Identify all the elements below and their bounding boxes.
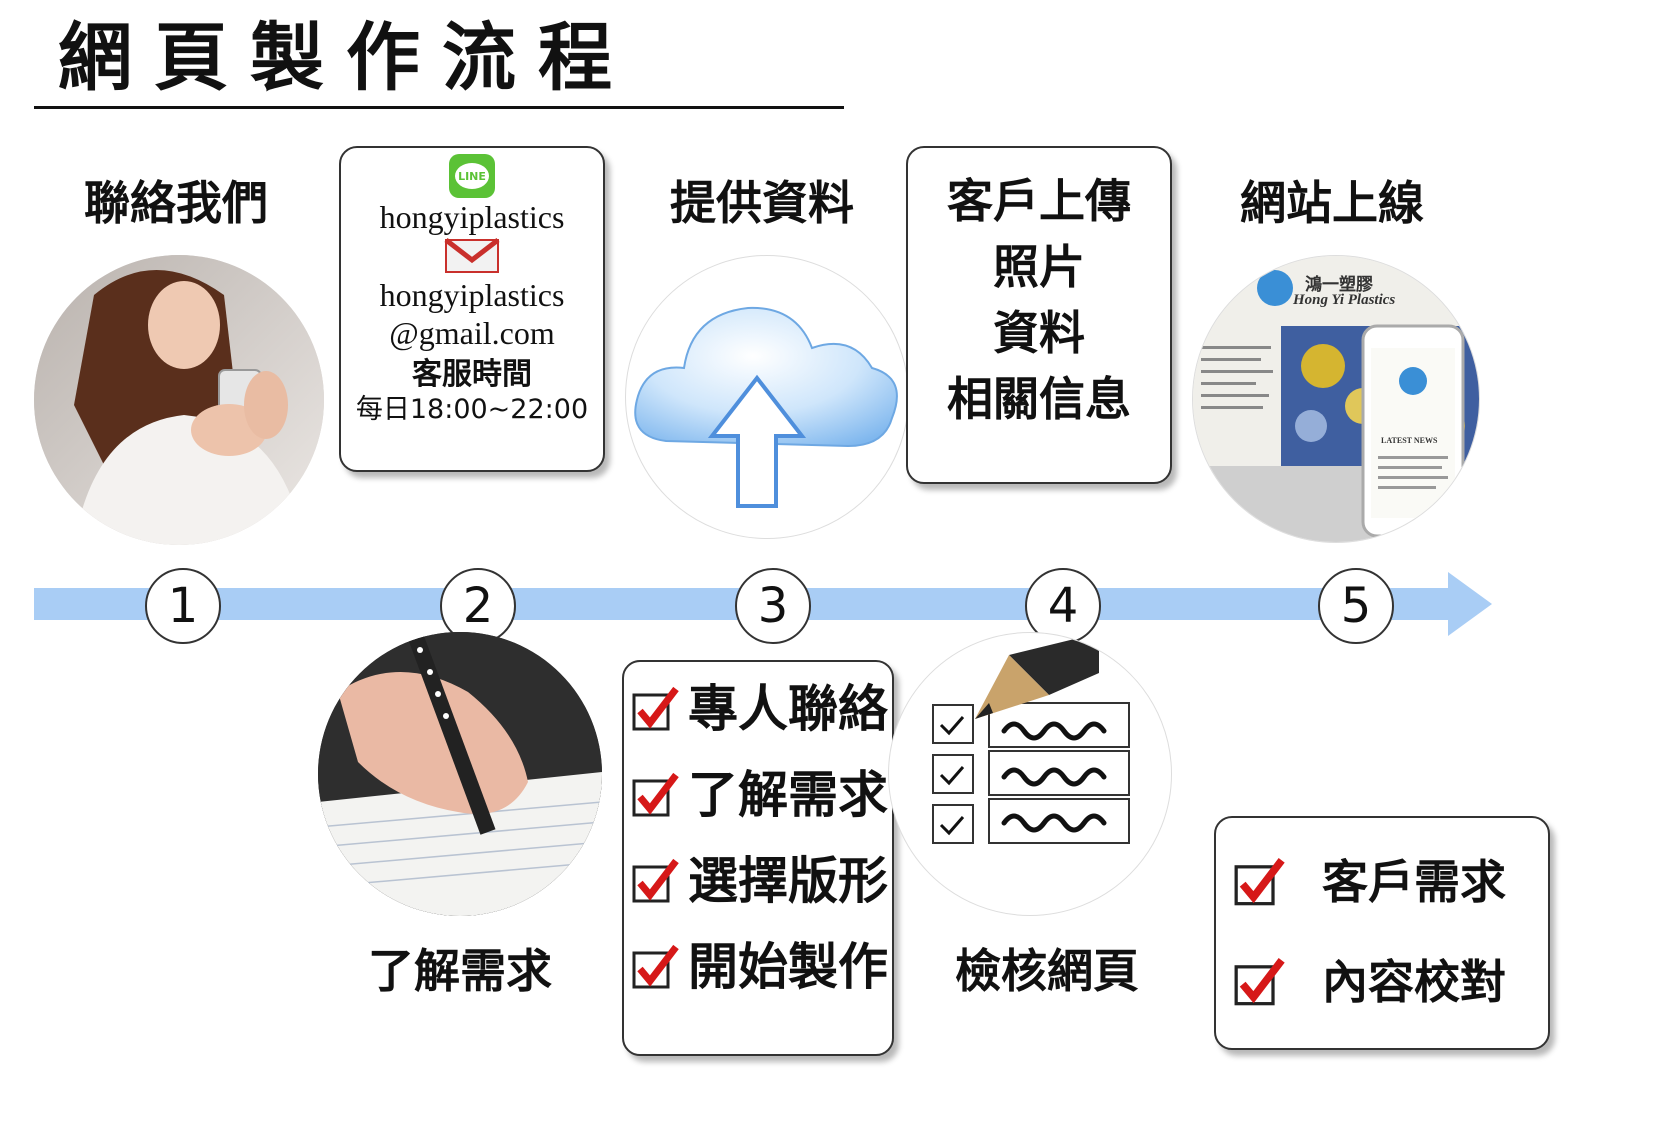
upload-item-1: 客戶上傳 xyxy=(947,174,1131,228)
text-lines xyxy=(1201,346,1273,409)
requirements-bubble: 專人聯絡 了解需求 選擇版形 開始製作 xyxy=(622,660,894,1056)
step-4-label: 檢核網頁 xyxy=(955,944,1139,998)
line-id: hongyiplastics xyxy=(379,199,565,235)
site-brand-en: Hong Yi Plastics xyxy=(1293,292,1396,308)
gmail-user: hongyiplastics xyxy=(379,277,565,313)
step-1-label: 聯絡我們 xyxy=(84,176,268,230)
title-underline xyxy=(34,106,844,109)
step-number-2: 2 xyxy=(440,568,516,644)
requirement-text-3: 選擇版形 xyxy=(688,852,888,910)
site-brand-cn: 鴻一塑膠 xyxy=(1305,275,1373,295)
review-bubble: 客戶需求 內容校對 xyxy=(1214,816,1550,1050)
review-text-2: 內容校對 xyxy=(1322,955,1506,1009)
contact-bubble: LINE hongyiplastics hongyiplastics @gmai… xyxy=(339,146,605,472)
line-app-icon: LINE xyxy=(449,154,495,198)
service-hours-title: 客服時間 xyxy=(412,357,532,392)
checkbox-check-icon xyxy=(632,772,679,817)
checklist-illustration xyxy=(888,632,1172,916)
upload-item-4: 相關信息 xyxy=(947,372,1131,426)
step-3-label: 提供資料 xyxy=(670,176,854,230)
upload-item-3: 資料 xyxy=(993,306,1085,360)
cloud-icon xyxy=(634,306,898,448)
upload-arrow-icon xyxy=(707,374,807,508)
requirement-row-2: 了解需求 xyxy=(632,770,892,820)
step-2-label: 了解需求 xyxy=(368,944,552,998)
requirement-text-4: 開始製作 xyxy=(688,938,888,996)
brand-logo-icon xyxy=(1257,270,1293,306)
review-row-1: 客戶需求 xyxy=(1234,856,1548,908)
review-text-1: 客戶需求 xyxy=(1322,855,1506,909)
site-latest-news: LATEST NEWS xyxy=(1381,436,1438,445)
gmail-icon xyxy=(444,238,500,273)
website-mockup-illustration: 鴻一塑膠 Hong Yi Plastics LATEST NEWS xyxy=(1192,255,1480,543)
step-number-1: 1 xyxy=(145,568,221,644)
step-number-5: 5 xyxy=(1318,568,1394,644)
upload-item-2: 照片 xyxy=(993,240,1085,294)
photo-hand-writing xyxy=(318,632,602,916)
checkbox-check-icon xyxy=(632,944,679,989)
checkbox-check-icon xyxy=(1234,858,1285,906)
requirement-row-4: 開始製作 xyxy=(632,942,892,992)
step-5-label: 網站上線 xyxy=(1240,176,1424,230)
step-number-4: 4 xyxy=(1025,568,1101,644)
checkbox-check-icon xyxy=(632,858,679,903)
requirement-text-2: 了解需求 xyxy=(688,766,888,824)
checkbox-check-icon xyxy=(1234,958,1285,1006)
cloud-upload-illustration xyxy=(625,255,909,539)
checklist-icon xyxy=(932,702,1130,844)
gmail-domain: @gmail.com xyxy=(389,315,555,351)
upload-bubble: 客戶上傳 照片 資料 相關信息 xyxy=(906,146,1172,484)
review-row-2: 內容校對 xyxy=(1234,956,1548,1008)
step-number-3: 3 xyxy=(735,568,811,644)
photo-woman-phone xyxy=(34,255,324,545)
line-icon-badge: LINE xyxy=(455,163,489,189)
pencil-icon xyxy=(975,633,1099,719)
service-hours-value: 每日18:00~22:00 xyxy=(355,394,589,425)
requirement-text-1: 專人聯絡 xyxy=(688,680,888,738)
requirement-row-3: 選擇版形 xyxy=(632,856,892,906)
checkbox-check-icon xyxy=(632,686,679,731)
requirement-row-1: 專人聯絡 xyxy=(632,684,892,734)
page-title: 網頁製作流程 xyxy=(58,15,634,101)
